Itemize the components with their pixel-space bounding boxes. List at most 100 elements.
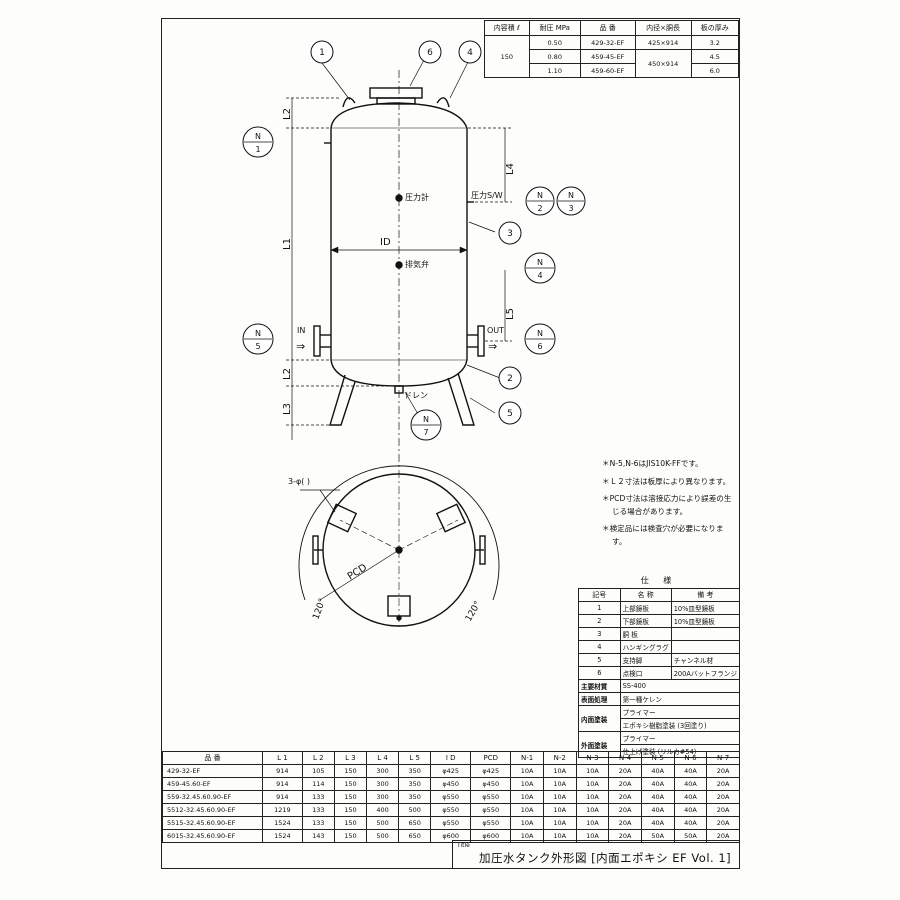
dim-cell: 650: [398, 829, 432, 843]
dim-cell: 40A: [640, 777, 675, 791]
n7-bottom: 7: [423, 428, 428, 437]
n5-bottom: 5: [255, 342, 260, 351]
n6-top: N: [537, 329, 543, 338]
spec-no: 4: [578, 640, 621, 654]
callout-3-label: 3: [507, 229, 513, 239]
dim-cell: 914: [262, 777, 303, 791]
title-label: Title: [457, 842, 470, 849]
dim-cell: 350: [398, 790, 432, 804]
cap-size: 450×914: [634, 49, 692, 78]
cap-header: 内径×胴長: [634, 20, 692, 36]
label-inner-diameter: ID: [380, 237, 391, 248]
dim-cell: 114: [301, 777, 335, 791]
spec-no: 2: [578, 614, 621, 628]
label-angle-right: 120°: [464, 600, 484, 624]
dim-cell: φ550: [430, 790, 472, 804]
dim-header: L 3: [333, 751, 367, 765]
spec-name: 胴 板: [619, 627, 672, 641]
spec-no: 6: [578, 666, 621, 680]
cap-model: 459-45-EF: [579, 49, 636, 64]
dim-cell: 20A: [706, 790, 740, 804]
dim-cell: 20A: [706, 764, 740, 778]
dim-cell: 143: [301, 829, 335, 843]
spec-name: 支持脚: [619, 653, 672, 667]
dim-cell: 20A: [608, 816, 642, 830]
dim-header: PCD: [470, 751, 512, 765]
hanging-lug-left: [342, 97, 356, 108]
cap-thickness: 4.5: [690, 49, 740, 64]
drawing-frame: [161, 18, 740, 869]
support-leg-right: [447, 372, 475, 426]
dim-cell: 300: [365, 790, 400, 804]
callout-6-label: 6: [427, 48, 433, 58]
dim-header: N-1: [510, 751, 544, 765]
cap-model: 429-32-EF: [579, 35, 636, 50]
cap-header: 耐圧 MPa: [528, 20, 581, 36]
spec-inner-coating-label: 内面塗装: [578, 705, 621, 732]
dim-cell: 150: [333, 790, 367, 804]
drawing-title: 加圧水タンク外形図 [内面エポキシ EF Vol. 1]: [479, 851, 732, 865]
table-row: 150 0.50 429-32-EF 425×914 3.2: [484, 35, 740, 78]
dim-cell: 40A: [640, 803, 675, 817]
spec-name: 上部鏡板: [619, 601, 672, 615]
dim-l3: L3: [282, 403, 293, 415]
dim-header: L 4: [365, 751, 400, 765]
spec-note: 200Aバットフランジ: [670, 666, 741, 680]
dim-cell: 500: [398, 803, 432, 817]
dim-cell: 20A: [706, 816, 740, 830]
inlet-arrow: ⇒: [296, 340, 305, 353]
spec-header: 備 考: [670, 588, 741, 602]
n2-bottom: 2: [537, 204, 542, 213]
dim-cell: 105: [301, 764, 335, 778]
dim-cell: 20A: [608, 764, 642, 778]
n6-bottom: 6: [537, 342, 542, 351]
capacity-table: 内容積 ℓ 耐圧 MPa 品 番 内径×胴長 板の厚み 150 0.50 429…: [484, 20, 740, 78]
callout-5-label: 5: [507, 409, 513, 419]
callout-1-label: 1: [319, 48, 325, 58]
dim-cell: 10A: [575, 790, 610, 804]
dim-cell: 914: [262, 790, 303, 804]
dim-header: N-7: [706, 751, 740, 765]
dim-cell: 10A: [575, 764, 610, 778]
dim-cell: φ550: [430, 816, 472, 830]
dim-cell: 300: [365, 777, 400, 791]
dim-header: N-4: [608, 751, 642, 765]
dim-cell: 133: [301, 816, 335, 830]
spec-surface-value: 第一種ケレン: [619, 692, 741, 706]
dim-cell: 20A: [608, 803, 642, 817]
dim-cell: φ425: [430, 764, 472, 778]
support-leg-left: [329, 374, 356, 426]
dim-cell: φ550: [430, 803, 472, 817]
plan-leg-pad-right: [435, 503, 467, 533]
label-pressure-gauge: 圧力計: [405, 192, 429, 202]
dim-cell: 350: [398, 764, 432, 778]
dim-cell: 40A: [673, 803, 708, 817]
dim-cell: φ450: [430, 777, 472, 791]
dim-cell: 10A: [542, 790, 577, 804]
dim-header: L 1: [262, 751, 303, 765]
label-inlet: IN: [297, 326, 305, 335]
callout-6: [418, 40, 442, 64]
spec-surface-label: 表面処理: [578, 692, 621, 706]
note-item: ＊PCD寸法は溶接応力により誤差の生じる場合があります。: [602, 494, 732, 516]
spec-name: ハンギングラグ: [619, 640, 672, 654]
spec-inner-coating-line: プライマー: [619, 705, 741, 719]
dim-cell: 40A: [640, 790, 675, 804]
dim-l1: L1: [282, 238, 293, 250]
dim-cell: 500: [365, 816, 400, 830]
dim-cell: φ425: [470, 764, 512, 778]
n3-bottom: 3: [568, 204, 573, 213]
notes-block: ＊N-5,N-6はJIS10K-FFです。 ＊Ｌ２寸法は板厚により異なります。 …: [602, 458, 737, 553]
n3-top: N: [568, 191, 574, 200]
label-outlet: OUT: [487, 326, 504, 335]
dim-header: L 2: [301, 751, 335, 765]
dim-cell: 10A: [510, 777, 544, 791]
